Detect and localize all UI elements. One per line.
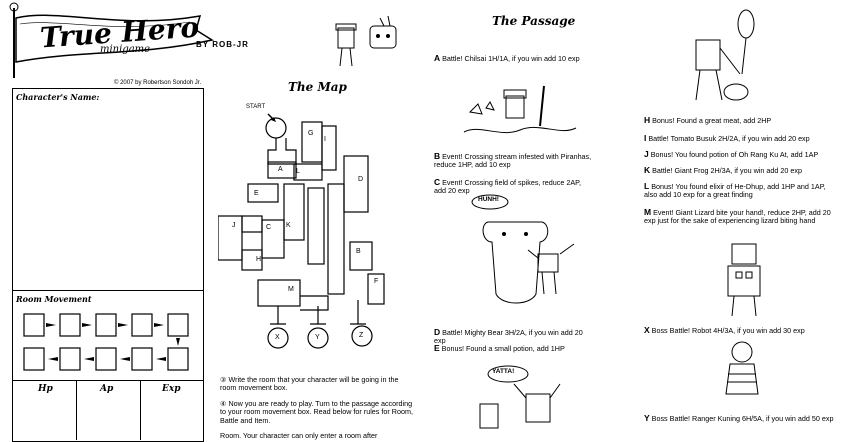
passage-i-letter: I: [644, 133, 647, 143]
title-banner: [0, 0, 240, 80]
passage-e-letter: E: [434, 343, 440, 353]
passage-y-text: Boss Battle! Ranger Kuning 6H/5A, if you…: [651, 414, 834, 423]
passage-c-letter: C: [434, 177, 441, 187]
instruction-3-text: Write the room that your character will …: [220, 375, 399, 393]
passage-j-letter: J: [644, 149, 649, 159]
passage-l-text: Bonus! You found elixir of He-Dhup, add …: [644, 182, 826, 200]
room-label-z: Z: [359, 332, 364, 339]
passage-title: The Passage: [492, 14, 576, 28]
passage-x-letter: X: [644, 325, 650, 335]
room-label-g: G: [308, 130, 314, 137]
room-label-f: F: [374, 278, 379, 285]
passage-c-text: Event! Crossing field of spikes, reduce …: [434, 178, 582, 196]
stat-ap-field[interactable]: [80, 398, 136, 438]
stats-sep-1: [76, 380, 77, 440]
instruction-4-text: Now you are ready to play. Turn to the p…: [220, 399, 413, 425]
ranger-doodle: [712, 338, 772, 404]
room-label-e: E: [254, 190, 259, 197]
room-label-i: I: [324, 136, 326, 143]
instruction-3: ③ Write the room that your character wil…: [220, 375, 416, 393]
passage-y-letter: Y: [644, 413, 650, 423]
dungeon-map: START A B C D E F G H I J K L M X Y Z: [218, 100, 408, 360]
game-subtitle: minigame: [100, 44, 151, 55]
instruction-4-num: ④: [220, 399, 227, 408]
passage-m-text: Event! Giant Lizard bite your hand!, red…: [644, 208, 831, 226]
passage-b-text: Event! Crossing stream infested with Pir…: [434, 152, 592, 170]
map-title: The Map: [288, 80, 347, 94]
room-label-h: H: [256, 256, 262, 263]
guitarist-doodle: [682, 4, 792, 114]
knight-doodle: [330, 8, 410, 80]
passage-b-letter: B: [434, 151, 441, 161]
copyright: © 2007 by Robertson Sondoh Jr.: [114, 80, 202, 86]
passage-h-letter: H: [644, 115, 651, 125]
stats-row: Hp Ap Exp: [12, 380, 204, 440]
stat-ap-label: Ap: [100, 384, 114, 394]
passage-l-letter: L: [644, 181, 650, 191]
passage-j-text: Bonus! You found potion of Oh Rang Ku At…: [650, 150, 819, 159]
sheet-divider: [12, 290, 204, 291]
passage-d-text: Battle! Mighty Bear 3H/2A, if you win ad…: [434, 328, 583, 346]
passage-i-text: Battle! Tomato Busuk 2H/2A, if you win a…: [648, 134, 810, 143]
room-label-k: K: [286, 222, 291, 229]
passage-e-text: Bonus! Found a small potion, add 1HP: [441, 344, 565, 353]
passage-a-letter: A: [434, 53, 441, 63]
passage-x-text: Boss Battle! Robot 4H/3A, if you win add…: [651, 326, 805, 335]
banner-flag-icon: [9, 2, 214, 78]
room-label-m: M: [288, 286, 294, 293]
passage-a-text: Battle! Chilsai 1H/1A, if you win add 10…: [442, 54, 580, 63]
room-label-d: D: [358, 176, 364, 183]
instruction-room-text: Room. Your character can only enter a ro…: [220, 431, 378, 440]
passage-d-letter: D: [434, 327, 441, 337]
instruction-3-num: ③: [220, 375, 227, 384]
stats-divider: [12, 380, 204, 381]
room-label-x: X: [275, 334, 280, 341]
yatta-doodle: YATTA!: [464, 362, 584, 442]
robot-doodle: [718, 240, 772, 320]
stats-sep-2: [140, 380, 141, 440]
passage-k-text: Battle! Giant Frog 2H/3A, if you win add…: [652, 166, 802, 175]
room-label-y: Y: [315, 334, 320, 341]
character-name-box[interactable]: [14, 104, 200, 288]
bear-speech: HUNH!: [478, 196, 499, 203]
yatta-speech: YATTA!: [492, 368, 515, 375]
room-label-l: L: [296, 168, 300, 175]
room-label-b: B: [356, 248, 361, 255]
room-label-j: J: [232, 222, 236, 229]
bear-doodle: HUNH!: [462, 194, 586, 312]
stat-hp-label: Hp: [38, 384, 53, 394]
character-name-label: Character's Name:: [16, 92, 100, 102]
byline: BY ROB-JR: [196, 40, 249, 49]
stat-hp-field[interactable]: [16, 398, 72, 438]
instruction-4: ④ Now you are ready to play. Turn to the…: [220, 399, 416, 425]
room-movement-label: Room Movement: [16, 294, 92, 304]
passage-h-text: Bonus! Found a great meat, add 2HP: [652, 116, 772, 125]
chilsai-battle-doodle: [460, 82, 580, 144]
instruction-room: Room. Your character can only enter a ro…: [220, 431, 416, 440]
map-start-label: START: [246, 104, 266, 110]
passage-k-letter: K: [644, 165, 651, 175]
room-movement-grid: [20, 310, 200, 378]
stat-exp-field[interactable]: [144, 398, 200, 438]
move-box-cells[interactable]: [24, 314, 194, 370]
room-label-a: A: [278, 166, 283, 173]
room-label-c: C: [266, 224, 272, 231]
stat-exp-label: Exp: [162, 384, 181, 394]
passage-m-letter: M: [644, 207, 652, 217]
